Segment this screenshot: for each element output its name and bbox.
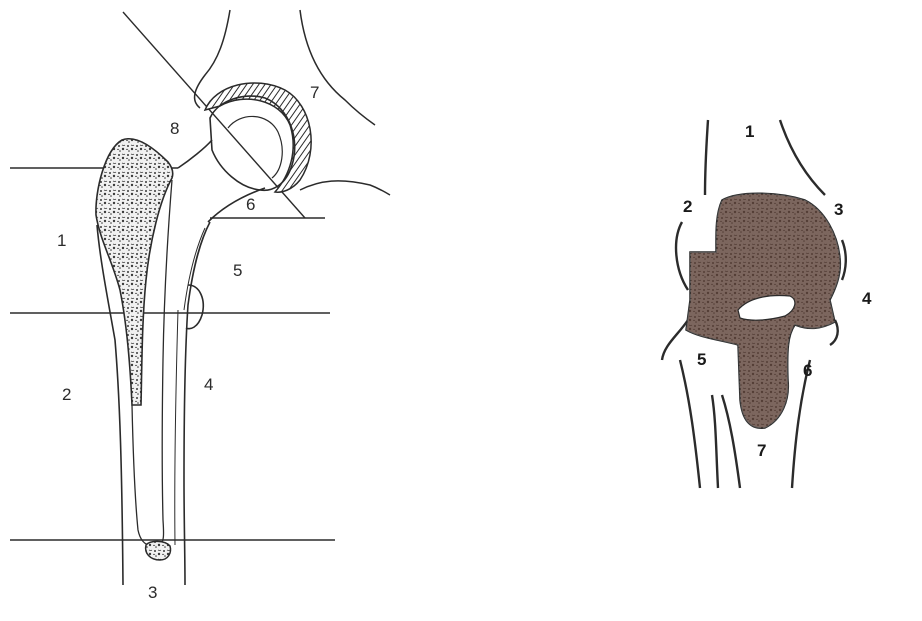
label-7-right: 7 (757, 441, 766, 460)
knee-fibula-right (722, 395, 740, 488)
knee-fibula-left (712, 395, 718, 488)
label-3-left: 3 (148, 583, 157, 602)
label-2-right: 2 (683, 197, 692, 216)
label-1-right: 1 (745, 122, 754, 141)
knee-femur-right (780, 120, 825, 195)
shaft-outer-right (184, 222, 210, 585)
acetabulum-cartilage (205, 83, 311, 192)
medullary-canal-left (132, 405, 150, 545)
femoral-neck-upper (178, 140, 212, 168)
label-6-left: 6 (246, 195, 255, 214)
femoral-head-inner (228, 116, 282, 178)
trochanter-speckled (96, 139, 173, 405)
label-8-left: 8 (170, 119, 179, 138)
knee-medial-condyle (676, 222, 688, 290)
distal-canal-plug (146, 541, 171, 560)
pelvis-outline-right (300, 10, 375, 125)
label-7-left: 7 (310, 83, 319, 102)
knee-lateral-condyle (842, 240, 846, 280)
label-2-left: 2 (62, 385, 71, 404)
label-5-right: 5 (697, 350, 706, 369)
pelvis-lower-outline (300, 181, 390, 195)
knee-femur-left (705, 120, 708, 195)
label-4-left: 4 (204, 375, 213, 394)
label-1-left: 1 (57, 231, 66, 250)
knee-tibia-left (680, 360, 700, 488)
femoral-neck-lower (208, 188, 265, 222)
medullary-canal-right (160, 180, 172, 545)
label-6-right: 6 (803, 361, 812, 380)
label-5-left: 5 (233, 261, 242, 280)
inner-cortex-shaft (175, 310, 178, 545)
label-4-right: 4 (862, 289, 872, 308)
knee-joint-left (662, 320, 688, 360)
label-3-right: 3 (834, 200, 843, 219)
femur-diagram (10, 10, 390, 585)
